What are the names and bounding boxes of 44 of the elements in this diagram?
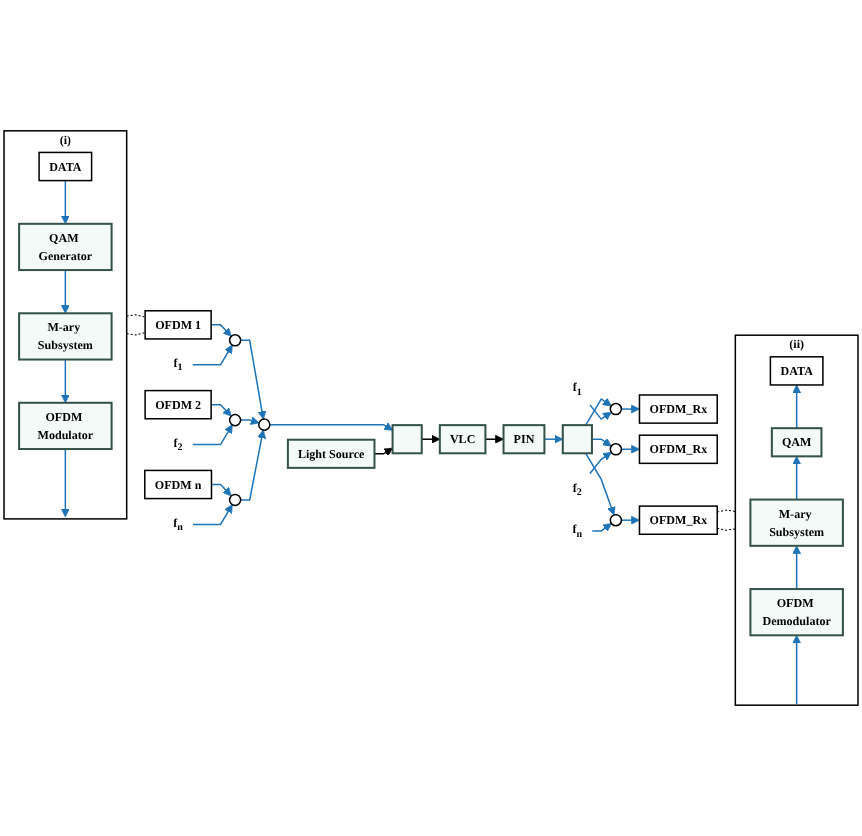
connector bbox=[716, 527, 736, 531]
node-circle bbox=[228, 413, 242, 427]
arrow bbox=[210, 324, 232, 337]
arrow bbox=[792, 384, 802, 429]
arrow bbox=[60, 448, 70, 518]
arrow bbox=[589, 404, 612, 421]
arrow bbox=[591, 523, 612, 532]
node-circle bbox=[257, 418, 271, 431]
arrow bbox=[210, 403, 232, 417]
arrow bbox=[192, 504, 233, 526]
arrow bbox=[543, 434, 564, 444]
arrow bbox=[191, 424, 233, 446]
arrow bbox=[792, 455, 802, 501]
connector bbox=[126, 314, 146, 318]
arrow bbox=[620, 515, 640, 525]
arrow bbox=[269, 422, 393, 431]
arrow bbox=[239, 429, 267, 501]
node-circle bbox=[228, 334, 242, 347]
arrow bbox=[239, 416, 260, 425]
connector bbox=[126, 332, 146, 336]
arrow bbox=[484, 434, 504, 444]
node-circle bbox=[609, 513, 623, 527]
arrow bbox=[589, 452, 612, 475]
node-box bbox=[561, 424, 593, 455]
arrow bbox=[239, 339, 267, 420]
node-circle bbox=[609, 402, 623, 416]
arrow bbox=[420, 434, 441, 444]
arrow bbox=[792, 634, 802, 705]
arrow bbox=[584, 452, 616, 516]
arrow bbox=[60, 179, 70, 225]
node-circle bbox=[609, 443, 623, 456]
arrow bbox=[210, 483, 232, 497]
arrow bbox=[60, 269, 70, 314]
connector bbox=[716, 509, 736, 513]
arrow bbox=[60, 358, 70, 404]
arrow bbox=[620, 404, 640, 414]
arrow bbox=[191, 344, 233, 366]
arrow bbox=[373, 447, 393, 457]
node-circle bbox=[228, 493, 242, 507]
arrow bbox=[591, 437, 612, 447]
arrow bbox=[620, 444, 640, 454]
arrow bbox=[792, 545, 802, 590]
arrow bbox=[584, 397, 612, 426]
node-box bbox=[391, 424, 423, 455]
